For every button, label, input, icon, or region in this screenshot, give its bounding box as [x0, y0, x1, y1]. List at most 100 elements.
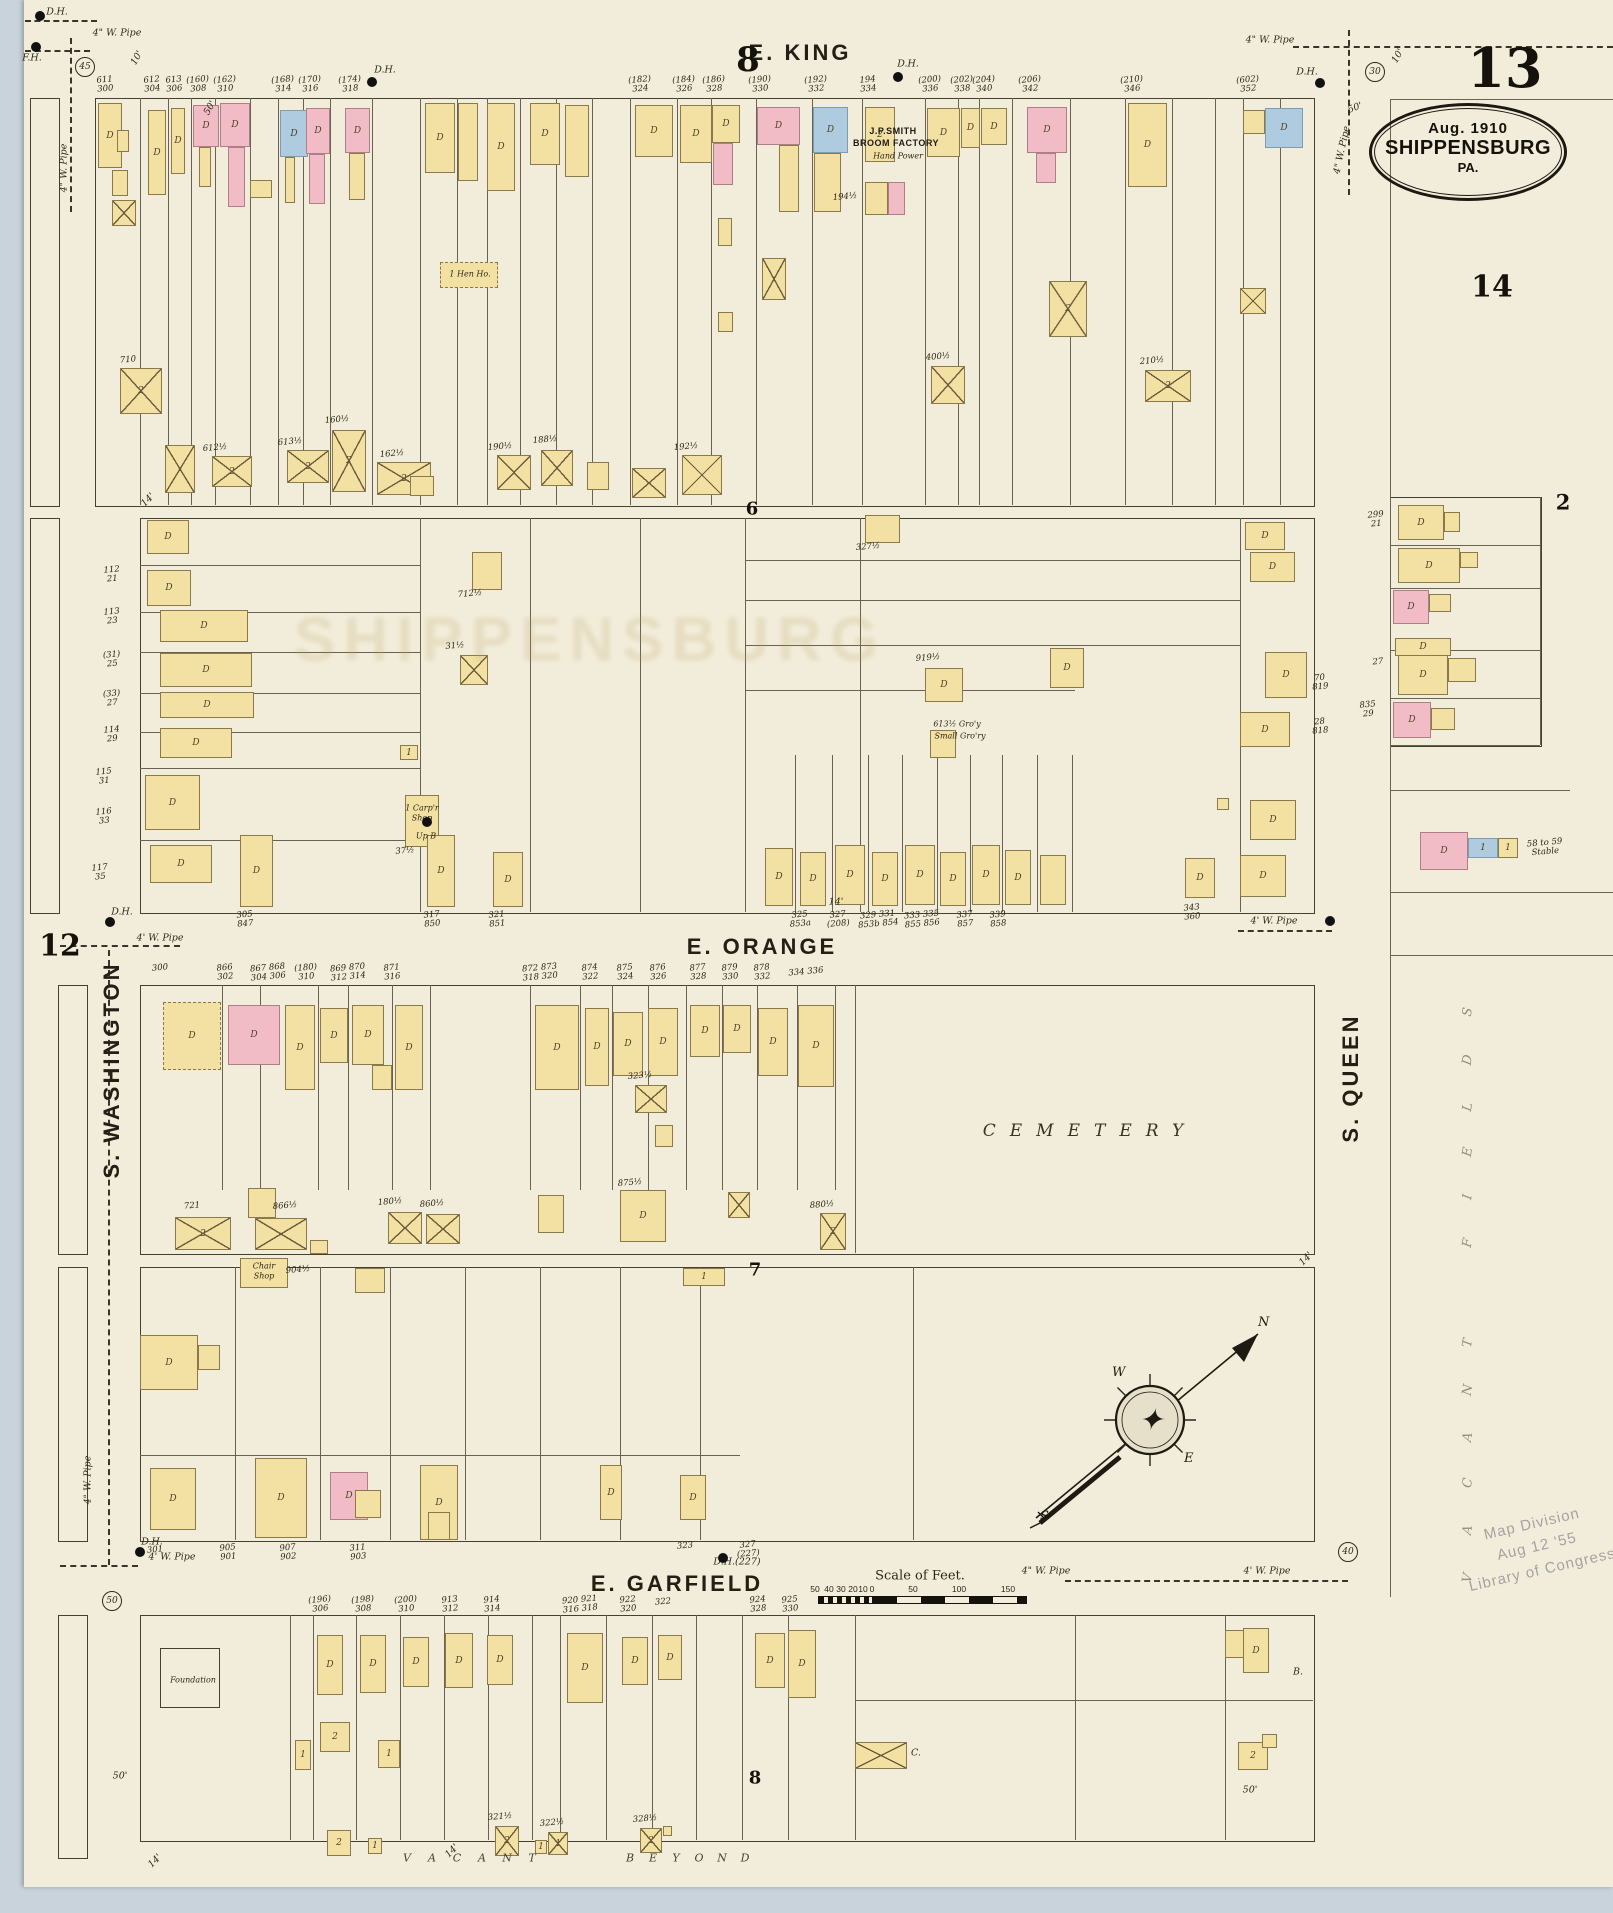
building: D [150, 845, 212, 883]
building-code: 1 [1505, 843, 1511, 853]
street-label-s-queen: S. QUEEN [1338, 1013, 1363, 1143]
building: D [1393, 590, 1429, 624]
building-stable [632, 468, 666, 498]
title-state: Pa. [1457, 160, 1479, 175]
water-pipe-line [1065, 1580, 1348, 1582]
map-label: D.H. [1296, 66, 1318, 78]
building: 1 [400, 745, 418, 760]
map-label: 14' [145, 1851, 165, 1871]
building-code: D [916, 870, 924, 880]
building-code: D [153, 147, 161, 158]
building [372, 1065, 392, 1090]
lot-line [868, 755, 870, 912]
building: 1 [378, 1740, 400, 1768]
building: D [145, 775, 200, 830]
vacant-beyond-letter: N [717, 1851, 727, 1865]
map-label: 4" W. Pipe [92, 27, 142, 39]
building [1036, 153, 1056, 183]
map-label: 4' W. Pipe [148, 1551, 196, 1563]
city-block [30, 518, 60, 914]
lot-line [420, 518, 422, 912]
vacant-fields-letter: T [1459, 1337, 1477, 1349]
building-code: 1 [555, 1838, 561, 1849]
lot-number: (602)352 [1235, 74, 1260, 95]
building-code: D [966, 123, 975, 133]
lot-line [742, 1615, 744, 1840]
lot-line [556, 98, 558, 505]
street-label-s-washington: S. WASHINGTON [99, 961, 124, 1179]
street-label-e-orange: E. ORANGE [686, 934, 838, 959]
lot-number: 875½ [617, 1176, 643, 1190]
building [718, 218, 732, 246]
lot-number: 188½ [532, 433, 558, 447]
building [458, 103, 478, 181]
building: D [140, 1335, 198, 1390]
city-block [58, 1615, 88, 1859]
building-code: D [1196, 873, 1204, 883]
building: D [1027, 107, 1067, 153]
building-code: D [1014, 872, 1022, 883]
building-code: D [798, 1659, 806, 1669]
building [440, 262, 498, 288]
lot-line [745, 690, 1075, 692]
lot-line [313, 1615, 315, 1840]
building: 2 [320, 1722, 350, 1752]
building: D [306, 108, 330, 154]
building-code: D [200, 621, 208, 631]
building: D [317, 1635, 343, 1695]
scale-tick-label: 40 [824, 1584, 834, 1594]
building [198, 1345, 220, 1370]
lot-number: (182)324 [627, 74, 652, 95]
lot-number: (196)306 [307, 1594, 332, 1615]
building-code: D [1269, 815, 1277, 825]
building: D [972, 845, 1000, 905]
building-code: 2 [346, 456, 352, 466]
lot-line [812, 98, 814, 505]
lot-line [318, 985, 320, 1190]
lot-number: 710 [119, 354, 137, 366]
map-label: 1 Hen Ho. [449, 269, 491, 279]
building-code: D [314, 126, 322, 136]
water-pipe-line [25, 20, 97, 22]
building-code: 2 [1250, 1751, 1256, 1761]
building-code: D [437, 866, 445, 876]
building: D [872, 852, 898, 906]
vacant-beyond-letter: N [502, 1851, 512, 1865]
building-code: D [1280, 123, 1288, 133]
building-code: D [435, 1497, 443, 1508]
lot-number: 721 [183, 1200, 201, 1212]
map-label: 50' [112, 1770, 128, 1782]
scale-bar [872, 1596, 1027, 1604]
lot-number: 194½ [832, 190, 858, 204]
building-code: D [106, 130, 114, 141]
building [888, 182, 905, 215]
building-stable [112, 200, 136, 226]
lot-line [487, 98, 489, 505]
vacant-beyond-letter: C [452, 1851, 462, 1865]
building: D [427, 835, 455, 907]
lot-number: 160½ [324, 413, 350, 427]
water-pipe-line [1293, 46, 1613, 48]
lot-line [855, 1615, 857, 1840]
building-code: 2 [305, 461, 311, 472]
scale-tick-label: 20 [848, 1584, 858, 1594]
building: D [1243, 1628, 1269, 1673]
lot-number: 27 [1372, 656, 1384, 668]
map-label: C. [911, 1747, 921, 1759]
building-stable: 2 [332, 430, 366, 492]
building: D [352, 1005, 384, 1065]
building [228, 147, 245, 207]
lot-number: 323½ [627, 1069, 653, 1083]
building: D [535, 1005, 579, 1090]
lot-line [1390, 698, 1540, 700]
lot-number: 210½ [1139, 354, 1165, 368]
